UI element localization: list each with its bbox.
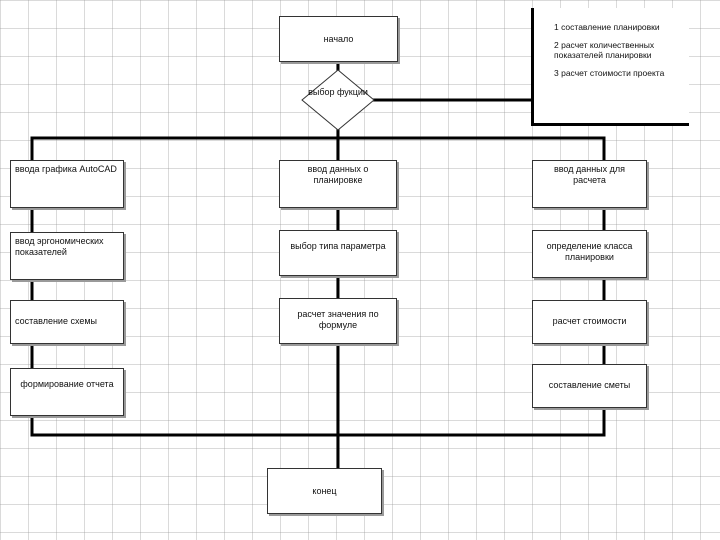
branch3-step-2-label: определение класса планировки (546, 241, 633, 262)
branch3-step-1: ввод данных для расчета (532, 160, 647, 208)
branch3-step-3: расчет стоимости (532, 300, 647, 344)
decision-label: выбор фукции (308, 87, 368, 97)
branch3-step-4-label: составление сметы (548, 380, 631, 390)
decision-diamond (301, 69, 375, 131)
branch1-step-1: ввода графика AutoCAD (10, 160, 124, 208)
branch3-step-4: составление сметы (532, 364, 647, 408)
branch2-step-3-label: расчет значения по формуле (297, 309, 379, 330)
branch3-step-1-label: ввод данных для расчета (553, 164, 626, 185)
end-label: конец (312, 486, 337, 496)
branch1-step-4-label: формирование отчета (20, 379, 114, 389)
end-box: конец (267, 468, 382, 514)
branch1-step-2-label: ввод эргономических показателей (15, 236, 104, 257)
branch1-step-2: ввод эргономических показателей (10, 232, 124, 280)
branch2-step-2: выбор типа параметра (279, 230, 397, 276)
start-label: начало (323, 34, 354, 44)
branch1-step-3: составление схемы (10, 300, 124, 344)
legend-item-1: 1 составление планировки (554, 22, 660, 32)
branch1-step-3-label: составление схемы (15, 316, 98, 326)
branch2-step-1-label: ввод данных о планировке (307, 164, 369, 185)
branch1-step-1-label: ввода графика AutoCAD (15, 164, 117, 174)
branch2-step-3: расчет значения по формуле (279, 298, 397, 344)
legend-box: 1 составление планировки 2 расчет количе… (531, 8, 689, 126)
legend-item-3: 3 расчет стоимости проекта (554, 68, 665, 78)
branch1-step-4: формирование отчета (10, 368, 124, 416)
branch3-step-3-label: расчет стоимости (552, 316, 627, 326)
branch2-step-1: ввод данных о планировке (279, 160, 397, 208)
branch3-step-2: определение класса планировки (532, 230, 647, 278)
branch2-step-2-label: выбор типа параметра (290, 241, 386, 251)
start-box: начало (279, 16, 398, 62)
legend-item-2: 2 расчет количественных показателей план… (554, 40, 655, 60)
